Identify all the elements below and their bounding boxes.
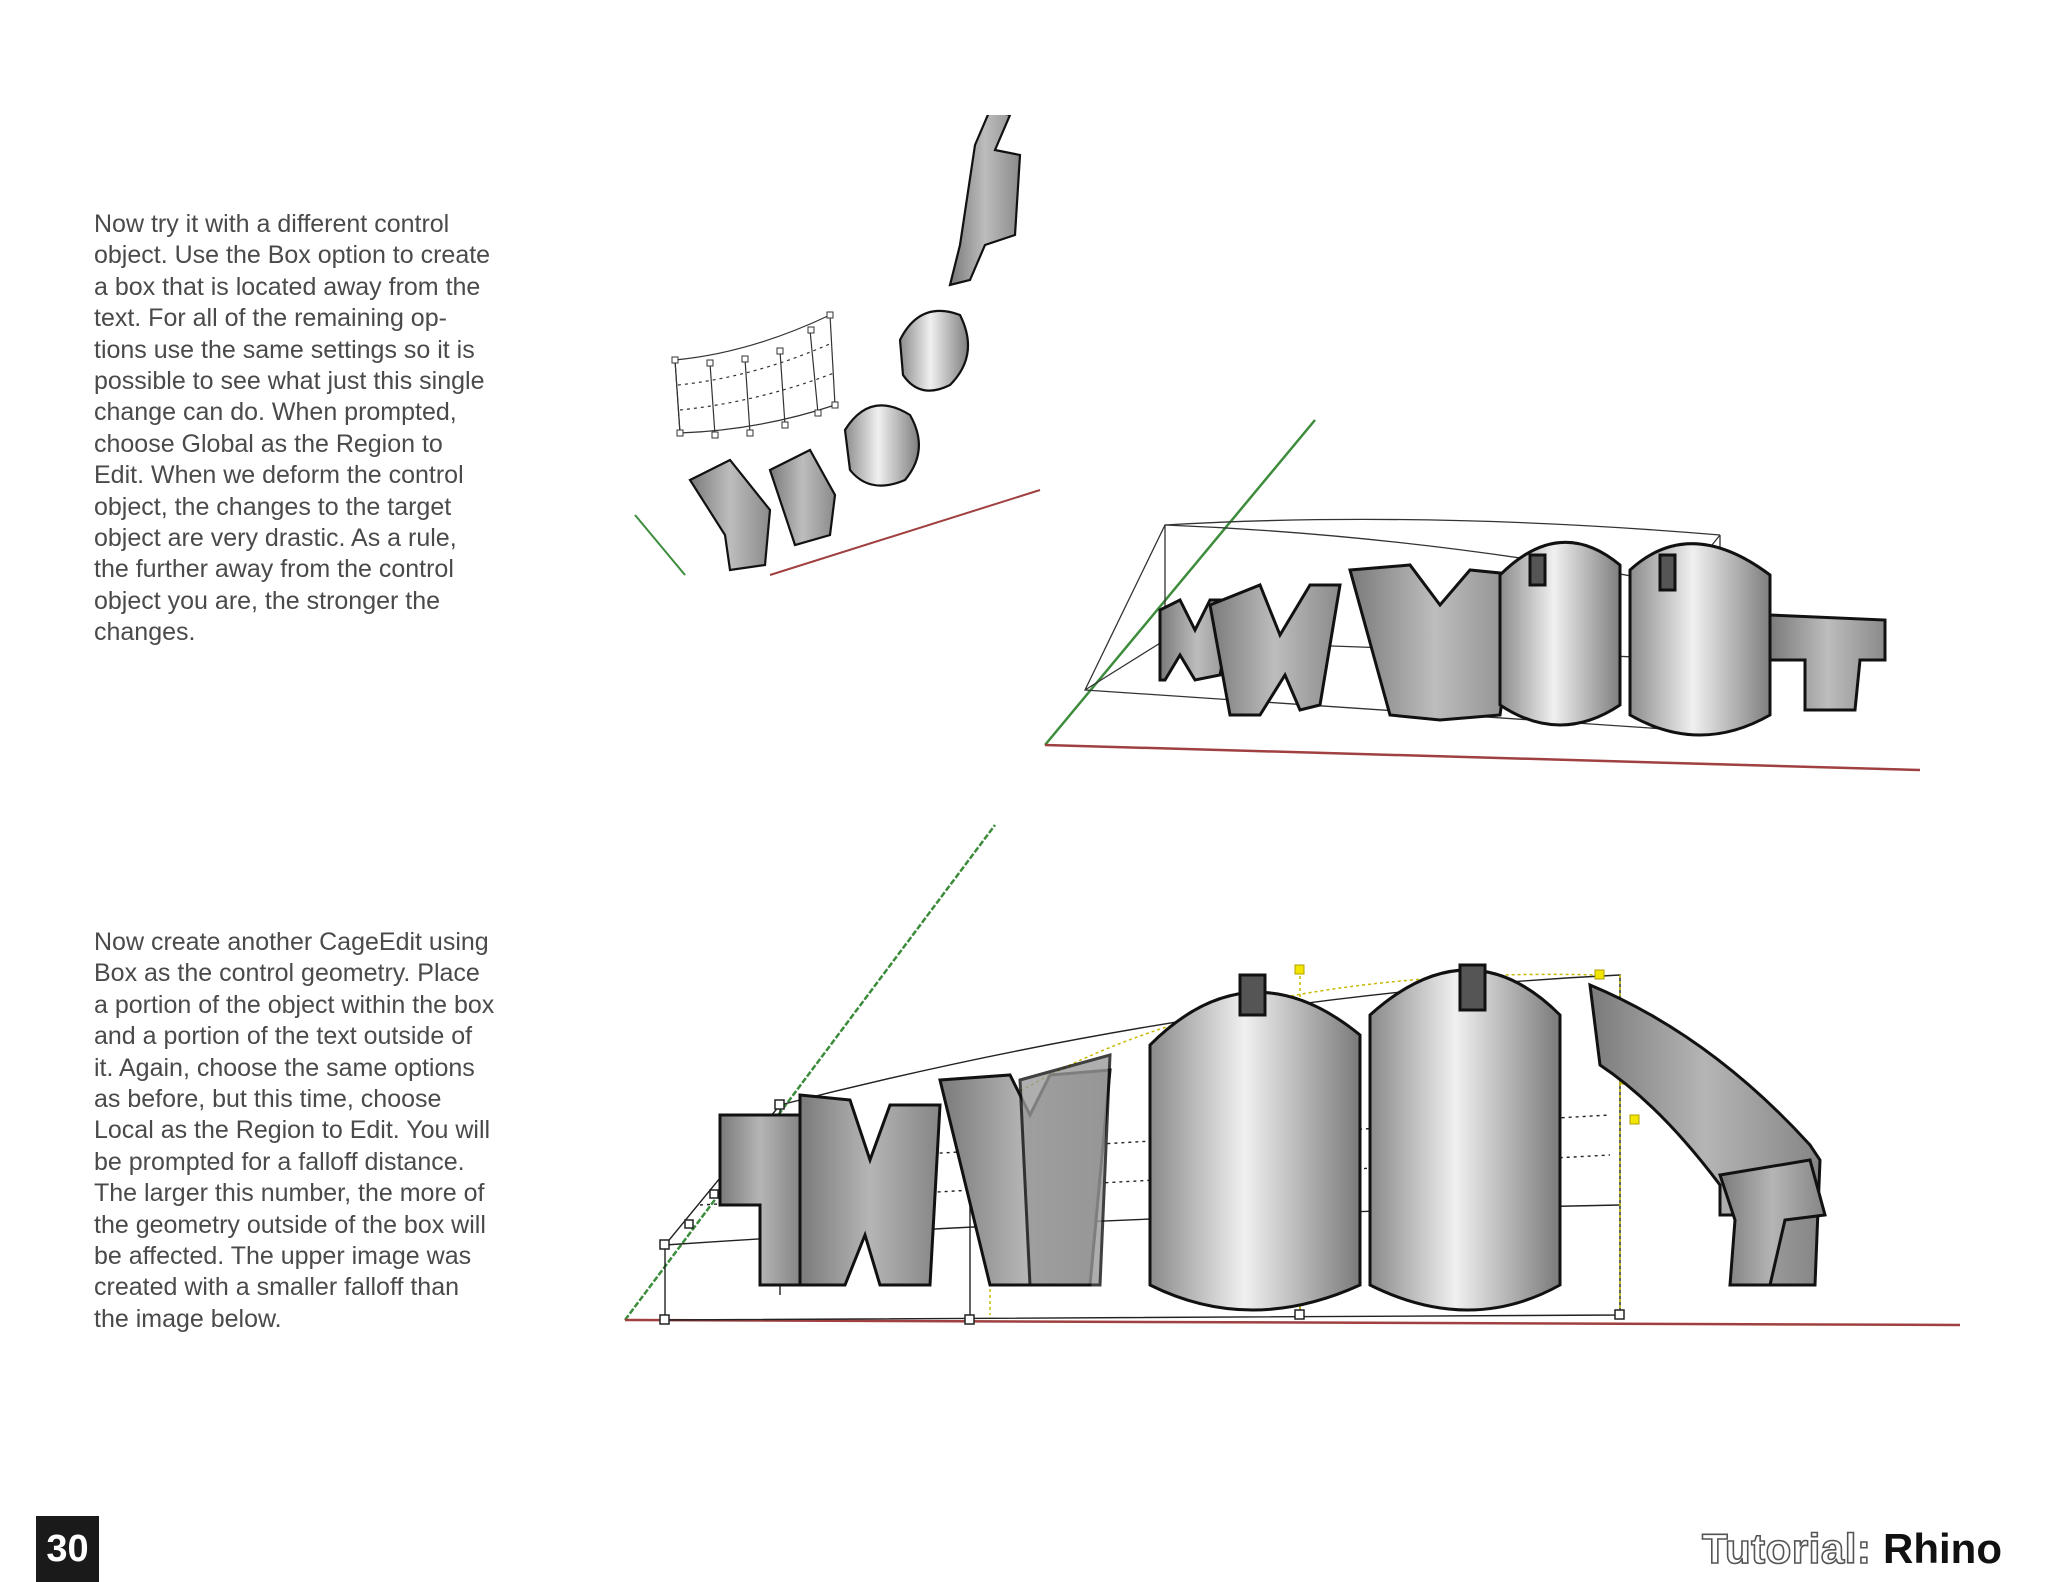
- paragraph-global-edit: Now try it with a different control obje…: [94, 210, 491, 647]
- page-number: 30: [46, 1527, 89, 1570]
- footer-title-subject: Rhino: [1883, 1525, 2002, 1572]
- axis-lines-icon: [623, 824, 1960, 1327]
- deformed-text-local: [718, 963, 1827, 1312]
- control-cage-grid-icon: [671, 311, 839, 439]
- page-number-block: 30: [36, 1516, 99, 1582]
- footer-title: Tutorial: Rhino: [1701, 1524, 2002, 1573]
- deformed-text-large: [1158, 540, 1887, 737]
- axis-lines-icon: [634, 489, 1041, 576]
- footer-title-prefix: Tutorial:: [1701, 1524, 1872, 1573]
- figure-global-cage-edit: [634, 115, 1920, 772]
- figure-local-cage-edit: [623, 824, 1960, 1327]
- paragraph-local-edit: Now create another CageEdit using Box as…: [94, 928, 495, 1333]
- deformed-text-small: [688, 115, 1022, 572]
